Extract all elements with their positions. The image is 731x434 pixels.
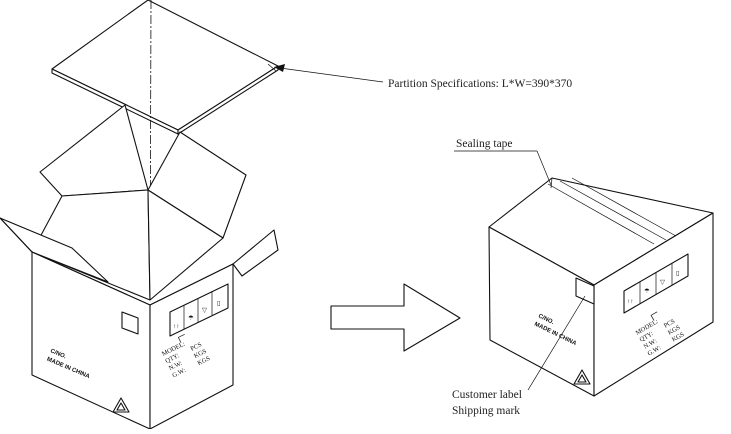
closed-box: ↑↑ ☂ ▽ ▯ C/NO. MADE IN CHINA MODEL: QTY:… bbox=[488, 177, 714, 397]
customer-label-square bbox=[575, 277, 595, 305]
closed-recycle-icon bbox=[573, 369, 591, 385]
svg-text:☂: ☂ bbox=[644, 287, 650, 295]
closed-handling-icons: ↑↑ ☂ ▽ ▯ bbox=[623, 253, 689, 314]
umbrella-icon: ☂ bbox=[188, 314, 194, 322]
open-box: ↑↑ ☂ ▽ ▯ C/NO. MADE IN CHINA MODEL: QTY:… bbox=[0, 104, 279, 430]
partition-callout bbox=[274, 64, 384, 83]
sealing-tape-label: Sealing tape bbox=[456, 138, 513, 150]
shipping-mark-text: Shipping mark bbox=[452, 405, 520, 417]
customer-label-text: Customer label bbox=[452, 389, 522, 401]
partition-board bbox=[51, 0, 279, 135]
svg-text:▯: ▯ bbox=[676, 270, 680, 277]
sealing-tape-strip bbox=[547, 177, 677, 245]
svg-text:▽: ▽ bbox=[660, 279, 665, 286]
box-label-square bbox=[121, 311, 139, 335]
stack-icon: ▯ bbox=[217, 300, 221, 307]
pcs-text: PCS bbox=[189, 341, 203, 353]
svg-text:↑↑: ↑↑ bbox=[627, 298, 634, 305]
recycle-icon bbox=[112, 397, 130, 413]
up-arrows-icon: ↑↑ bbox=[173, 323, 180, 330]
glass-icon: ▽ bbox=[202, 307, 207, 314]
handling-icons: ↑↑ ☂ ▽ ▯ bbox=[169, 283, 229, 337]
partition-spec-label: Partition Specifications: L*W=390*370 bbox=[388, 78, 572, 90]
transition-arrow-icon bbox=[330, 283, 461, 352]
